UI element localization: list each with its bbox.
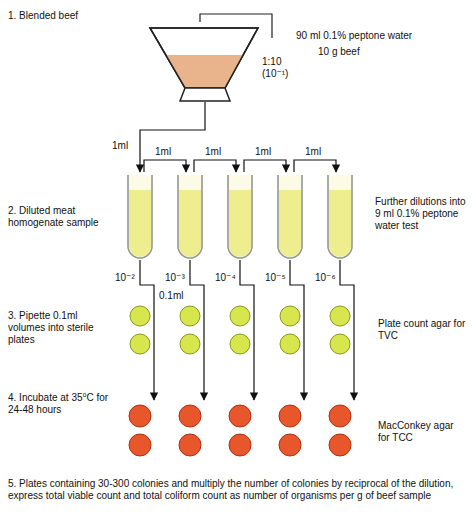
transfer-bracket <box>294 160 336 172</box>
note: 90 ml 0.1% peptone water <box>296 30 412 42</box>
pca-plate <box>280 306 300 326</box>
dilution-label: 10⁻² <box>114 272 136 284</box>
dilution-label: 10⁻⁵ <box>264 272 287 284</box>
test-tube <box>228 175 252 258</box>
dilution-label: 10⁻³ <box>164 272 186 284</box>
test-tube <box>178 175 202 258</box>
volume-label: 1ml <box>255 146 271 158</box>
volume-label: 0.1ml <box>158 290 184 302</box>
blender-bracket <box>200 14 272 38</box>
tube-outline <box>128 175 152 258</box>
pca-plate <box>180 306 200 326</box>
macconkey-plate <box>279 405 301 427</box>
tube-outline <box>228 175 252 258</box>
macconkey-plate <box>229 405 251 427</box>
step-label: 2. Diluted meat homogenate sample <box>8 205 108 229</box>
dilution-label: 10⁻⁶ <box>314 272 337 284</box>
note: Plate count agar for TVC <box>378 318 468 342</box>
macconkey-plate <box>179 405 201 427</box>
blender-jar <box>150 28 258 88</box>
step-label: 4. Incubate at 35⁰C for 24-48 hours <box>8 392 120 416</box>
tube-outline <box>178 175 202 258</box>
step-label: 1. Blended beef <box>8 10 78 22</box>
pca-plate <box>230 334 250 354</box>
pca-plate <box>230 306 250 326</box>
step-label: 3. Pipette 0.1ml volumes into sterile pl… <box>8 310 112 346</box>
volume-label: 1ml <box>305 146 321 158</box>
plating-arrow <box>340 260 354 400</box>
note: 10 g beef <box>318 46 360 58</box>
macconkey-plate <box>329 405 351 427</box>
pca-plate <box>280 334 300 354</box>
dilution-exponent: (10⁻¹) <box>262 68 288 80</box>
pca-plate <box>330 334 350 354</box>
plating-arrow <box>190 260 204 400</box>
tube-liquid <box>179 190 201 257</box>
plating-arrow <box>240 260 254 400</box>
volume-label: 1ml <box>112 140 128 152</box>
volume-label: 1ml <box>205 146 221 158</box>
tube-liquid <box>129 190 151 257</box>
tube-liquid <box>329 190 351 257</box>
blender-outline <box>150 28 258 88</box>
dilution-label: 10⁻⁴ <box>214 272 237 284</box>
transfer-bracket <box>244 160 286 172</box>
macconkey-plate <box>279 434 301 456</box>
beef-homogenate <box>166 55 243 88</box>
tube-outline <box>328 175 352 258</box>
dilution-ratio: 1:10 <box>262 56 281 68</box>
test-tube <box>278 175 302 258</box>
transfer-bracket <box>144 160 186 172</box>
transfer-bracket <box>194 160 236 172</box>
macconkey-plate <box>129 405 151 427</box>
macconkey-plate <box>229 434 251 456</box>
transfer-arrow <box>140 102 205 172</box>
test-tube <box>128 175 152 258</box>
blender-base <box>180 88 230 101</box>
note: Further dilutions into 9 ml 0.1% peptone… <box>375 196 470 232</box>
tube-outline <box>278 175 302 258</box>
tube-liquid <box>279 190 301 257</box>
pca-plate <box>130 334 150 354</box>
macconkey-plate <box>129 434 151 456</box>
note: MacConkey agar for TCC <box>378 420 468 444</box>
macconkey-plate <box>179 434 201 456</box>
volume-label: 1ml <box>155 146 171 158</box>
pca-plate <box>330 306 350 326</box>
pca-plate <box>130 306 150 326</box>
test-tube <box>328 175 352 258</box>
macconkey-plate <box>329 434 351 456</box>
pca-plate <box>180 334 200 354</box>
tube-liquid <box>229 190 251 257</box>
step-label: 5. Plates containing 30-300 colonies and… <box>8 478 466 502</box>
plating-arrow <box>140 260 154 400</box>
plating-arrow <box>290 260 304 400</box>
